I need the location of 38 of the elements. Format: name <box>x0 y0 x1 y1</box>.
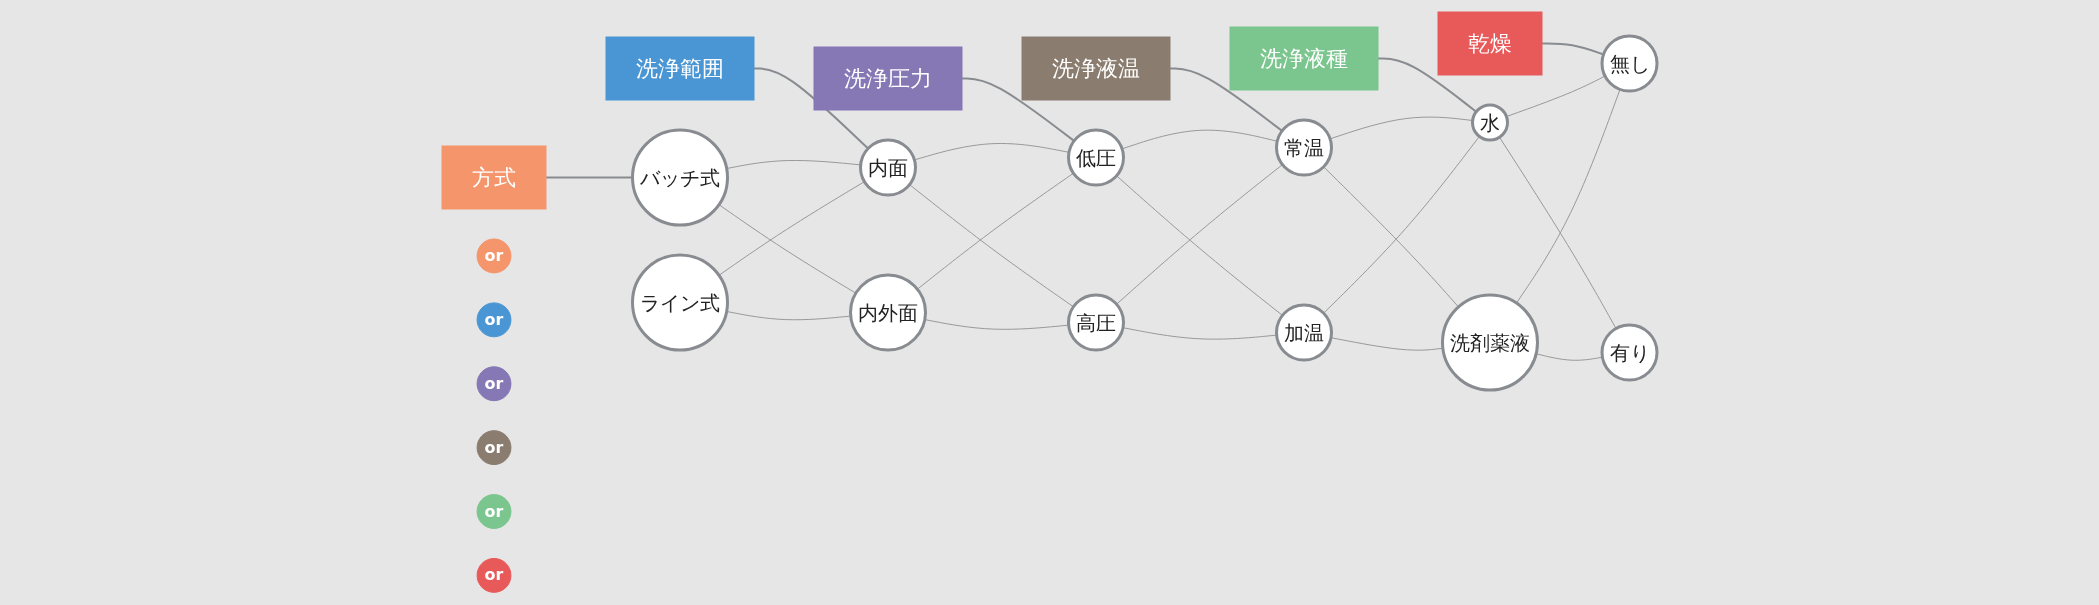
node-circle: ライン式 <box>631 253 729 352</box>
node-circle: 内面 <box>859 138 917 197</box>
connector <box>961 77 1076 143</box>
node-circle: バッチ式 <box>631 128 729 227</box>
connector <box>718 204 857 294</box>
connector <box>916 173 1074 290</box>
connector <box>1323 136 1480 314</box>
connector <box>1541 42 1605 56</box>
node-circle: or <box>476 238 512 274</box>
connector <box>718 181 865 277</box>
node-circle: 加温 <box>1275 303 1333 362</box>
node-circle: 常温 <box>1275 118 1333 177</box>
connector <box>1323 166 1459 308</box>
node-circle: 低圧 <box>1067 128 1125 187</box>
connector <box>909 184 1074 308</box>
node-box: 洗浄範囲 <box>605 36 755 101</box>
node-circle: 水 <box>1471 103 1509 142</box>
node-box: 洗浄液温 <box>1021 36 1171 101</box>
connector <box>753 67 870 150</box>
node-box: 洗浄液種 <box>1229 26 1379 91</box>
connector <box>1377 57 1478 114</box>
node-circle: 有り <box>1600 323 1659 382</box>
node-circle: or <box>476 366 512 402</box>
node-box: 洗浄圧力 <box>813 46 963 111</box>
node-circle: or <box>476 430 512 466</box>
node-circle: 洗剤薬液 <box>1441 293 1539 392</box>
connector <box>1121 130 1278 150</box>
node-circle: or <box>476 494 512 530</box>
connector <box>1169 67 1284 133</box>
node-circle: 無し <box>1600 34 1659 93</box>
node-circle: 内外面 <box>849 273 927 352</box>
node-circle: or <box>476 302 512 338</box>
node-circle: 高圧 <box>1067 293 1125 352</box>
node-box: 方式 <box>441 145 547 210</box>
node-circle: or <box>476 558 512 594</box>
node-box: 乾燥 <box>1437 11 1543 76</box>
connector <box>1498 137 1617 330</box>
connector <box>1516 89 1621 304</box>
